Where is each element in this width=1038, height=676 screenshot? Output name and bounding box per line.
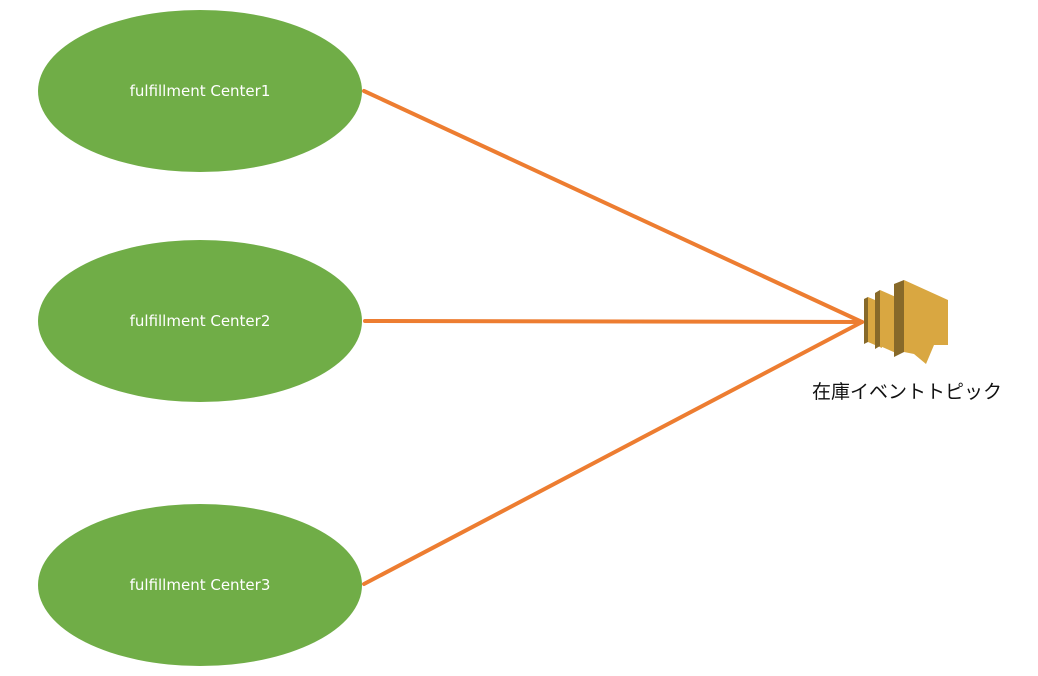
topic-label: 在庫イベントトピック xyxy=(812,381,1002,403)
sns-icon-middle-side xyxy=(875,290,880,349)
sns-icon-front-face xyxy=(904,280,948,364)
node-ellipse xyxy=(38,240,362,402)
sns-icon-front-side xyxy=(894,280,904,357)
connector-center3-to-topic xyxy=(362,320,864,586)
node-ellipse xyxy=(38,504,362,666)
node-label: fulfillment Center2 xyxy=(130,312,271,330)
connector-center2-to-topic xyxy=(363,319,864,324)
node-label: fulfillment Center1 xyxy=(130,82,271,100)
node-fulfillment-center-2[interactable]: fulfillment Center2 xyxy=(38,240,362,402)
connector-center1-to-topic xyxy=(362,89,864,324)
node-fulfillment-center-3[interactable]: fulfillment Center3 xyxy=(38,504,362,666)
connector-group xyxy=(362,89,864,586)
node-fulfillment-center-1[interactable]: fulfillment Center1 xyxy=(38,10,362,172)
sns-topic-icon[interactable] xyxy=(864,280,948,364)
node-ellipse xyxy=(38,10,362,172)
sns-icon-back-side xyxy=(864,297,868,344)
sns-icon-middle-face xyxy=(880,290,896,353)
node-label: fulfillment Center3 xyxy=(130,576,271,594)
